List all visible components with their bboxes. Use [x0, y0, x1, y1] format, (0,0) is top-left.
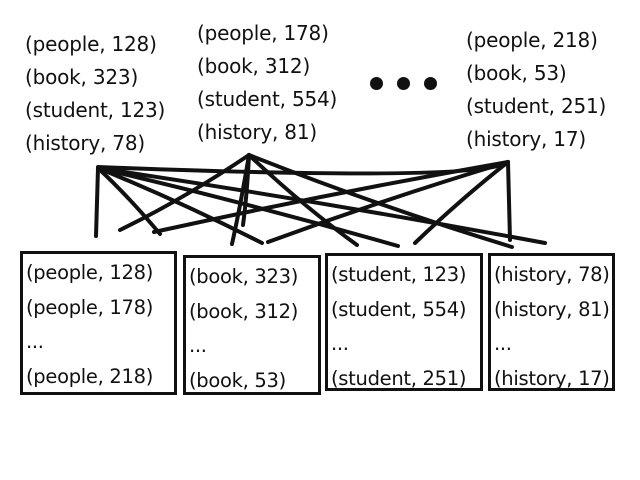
output-ellipsis: ...	[331, 332, 349, 355]
edge-from-group-2	[230, 153, 251, 246]
edge-from-group-3	[413, 160, 510, 245]
edge-from-group-2	[241, 153, 251, 227]
input-pair: (history, 78)	[25, 131, 145, 155]
output-pair: (student, 123)	[331, 263, 467, 286]
output-ellipsis: ...	[189, 334, 207, 357]
edge-from-group-2	[118, 153, 251, 232]
output-ellipsis: ...	[494, 332, 512, 355]
edge-from-group-3	[152, 160, 510, 234]
input-pair: (student, 251)	[466, 94, 607, 118]
ellipsis-dots	[370, 77, 437, 90]
output-box-student: (student, 123) (student, 554) ... (stude…	[325, 253, 483, 391]
output-pair: (people, 218)	[26, 364, 154, 388]
output-pair: (student, 554)	[331, 297, 467, 321]
edge-from-group-3	[96, 160, 510, 176]
input-pair: (book, 312)	[197, 54, 311, 78]
input-pair: (student, 123)	[25, 98, 166, 122]
input-pair: (people, 128)	[25, 32, 157, 56]
input-group-2: (people, 178) (book, 312) (student, 554)…	[197, 17, 337, 149]
edge-from-group-1	[96, 166, 547, 245]
input-pair: (history, 81)	[197, 120, 317, 144]
output-ellipsis: ...	[26, 330, 44, 353]
input-pair: (student, 554)	[197, 87, 338, 111]
input-pair: (book, 323)	[25, 65, 139, 89]
output-pair: (book, 312)	[189, 299, 299, 323]
dot	[424, 77, 437, 90]
output-pair: (history, 81)	[494, 297, 610, 321]
input-pair: (book, 53)	[466, 61, 567, 85]
edge-from-group-3	[266, 160, 510, 244]
edge-from-group-1	[94, 166, 100, 238]
output-pair: (history, 17)	[494, 366, 610, 390]
input-pair: (history, 17)	[466, 127, 586, 151]
input-group-1: (people, 128) (book, 323) (student, 123)…	[25, 28, 165, 160]
output-box-history: (history, 78) (history, 81) ... (history…	[488, 253, 615, 391]
output-pair: (student, 251)	[331, 366, 467, 390]
edge-from-group-2	[247, 153, 359, 247]
edge-from-group-1	[96, 166, 162, 236]
dot	[370, 77, 383, 90]
input-group-3: (people, 218) (book, 53) (student, 251) …	[466, 24, 606, 156]
output-box-book: (book, 323) (book, 312) ... (book, 53)	[183, 255, 321, 395]
input-pair: (people, 178)	[197, 21, 329, 45]
dot	[397, 77, 410, 90]
output-box-people: (people, 128) (people, 178) ... (people,…	[20, 251, 177, 395]
output-pair: (people, 128)	[26, 261, 154, 284]
edge-from-group-2	[247, 153, 514, 249]
input-pair: (people, 218)	[466, 28, 598, 52]
output-pair: (book, 53)	[189, 368, 286, 392]
edge-from-group-1	[96, 166, 400, 248]
output-pair: (book, 323)	[189, 265, 299, 288]
output-pair: (people, 178)	[26, 295, 154, 319]
edge-from-group-1	[96, 166, 264, 245]
output-pair: (history, 78)	[494, 263, 610, 286]
edge-from-group-3	[506, 160, 512, 242]
